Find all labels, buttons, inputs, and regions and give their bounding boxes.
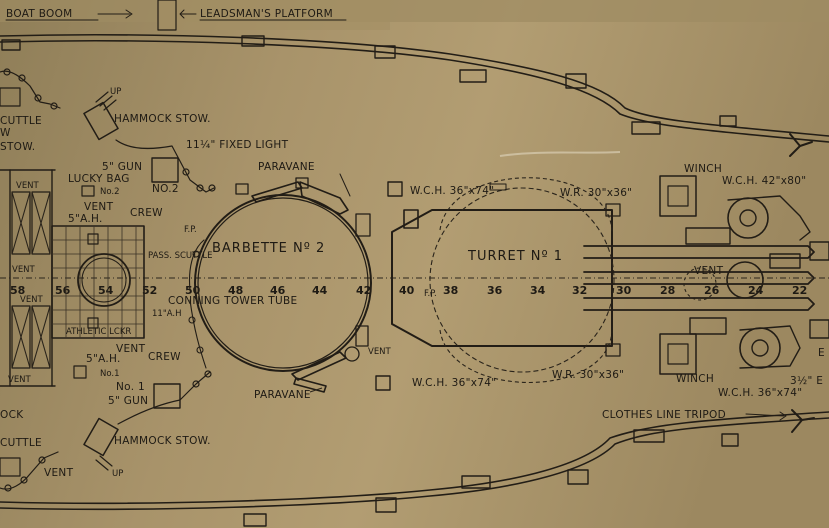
hull-outline xyxy=(0,34,829,527)
frame-50: 50 xyxy=(185,284,201,297)
frame-46: 46 xyxy=(270,284,286,297)
vent-side-1: VENT xyxy=(16,181,40,191)
frame-40: 40 xyxy=(399,284,415,297)
leadsmans-platform-label: LEADSMAN'S PLATFORM xyxy=(200,8,333,20)
gun-barrels xyxy=(583,245,815,311)
frame-26: 26 xyxy=(704,284,720,297)
winch-bottom: WINCH W.C.H. 36"x74" 3½" E E xyxy=(659,317,825,399)
up-bottom-label: UP xyxy=(112,469,123,479)
wch-right-bottom-label: W.C.H. 36"x74" xyxy=(718,387,802,399)
vent-top-label: VENT xyxy=(84,201,114,213)
wch-bottom-label: W.C.H. 36"x74" xyxy=(412,377,496,389)
frame-28: 28 xyxy=(660,284,675,297)
gun5-top-label: 5" GUN xyxy=(102,161,142,173)
conning-tower-area xyxy=(51,225,145,339)
paravane-bottom: VENT PARAVANE xyxy=(254,325,392,401)
frame-56: 56 xyxy=(55,284,71,297)
wch-top-label: W.C.H. 36"x74" xyxy=(410,185,494,197)
lucky-bag-label: LUCKY BAG xyxy=(68,173,130,185)
paravane-top: PARAVANE xyxy=(235,161,371,237)
boat-boom-label: BOAT BOOM xyxy=(6,8,73,20)
turret-label: TURRET Nº 1 xyxy=(467,249,563,264)
winch-top-label: WINCH xyxy=(684,163,722,175)
paravane-bottom-label: PARAVANE xyxy=(254,389,311,401)
frame-22: 22 xyxy=(792,284,807,297)
fixed-light-label: 11¼" FIXED LIGHT xyxy=(186,139,289,151)
gun5-bottom-label: 5" GUN xyxy=(108,395,148,407)
vent-side-3: VENT xyxy=(20,295,44,305)
frame-42: 42 xyxy=(356,284,371,297)
ah5-top-label: 5"A.H. xyxy=(68,213,103,225)
no2-small-label: No.2 xyxy=(100,187,120,197)
frame-32: 32 xyxy=(572,284,587,297)
fp-top-label: F.P. xyxy=(184,225,197,235)
frame-24: 24 xyxy=(748,284,764,297)
frame-numbers: 58 56 54 52 50 48 46 44 42 40 38 36 34 3… xyxy=(10,284,807,297)
barbette-no2: BARBETTE Nº 2 xyxy=(188,194,372,372)
wch-right-top-label: W.C.H. 42"x80" xyxy=(722,175,806,187)
vent-bottom-left-label: VENT xyxy=(44,467,74,479)
athletic-locker-label: ATHLETIC LCKR xyxy=(66,327,131,337)
pass-scuttle-label: PASS. SCUTTLE xyxy=(148,251,213,261)
hammock-stow-bottom: UP HAMMOCK STOW. xyxy=(83,370,212,479)
bitts-top xyxy=(1,35,737,135)
cut-left-3: OCK xyxy=(0,409,24,421)
vent-mid-label: VENT xyxy=(116,343,146,355)
paravane-top-label: PARAVANE xyxy=(258,161,315,173)
center-capstan: VENT xyxy=(683,241,829,339)
frame-58: 58 xyxy=(10,284,25,297)
clothes-tripod-label: CLOTHES LINE TRIPOD xyxy=(602,409,726,421)
turret-no1: TURRET Nº 1 F.P. xyxy=(391,177,815,384)
conning-tube-label: CONNING TOWER TUBE xyxy=(168,295,297,307)
cut-left-2: STOW. xyxy=(0,141,35,153)
crew-top-label: CREW xyxy=(130,207,163,219)
left-labels: 5" GUN NO.2 LUCKY BAG No.2 VENT 5"A.H. C… xyxy=(44,157,297,479)
frame-38: 38 xyxy=(443,284,458,297)
frame-44: 44 xyxy=(312,284,328,297)
hammock-stow-top: UP HAMMOCK STOW. 11¼" FIXED LIGHT xyxy=(83,87,289,193)
frame-36: 36 xyxy=(487,284,503,297)
winch-top: WINCH W.C.H. 42"x80" xyxy=(659,163,811,245)
wr-top-label: W.R. 30"x36" xyxy=(560,187,632,199)
cut-left-1: CUTTLE xyxy=(0,115,42,127)
no2-label: NO.2 xyxy=(152,183,179,195)
no1-label: No. 1 xyxy=(116,381,145,393)
frame-34: 34 xyxy=(530,284,546,297)
clothes-tripod: CLOTHES LINE TRIPOD xyxy=(602,409,787,421)
frame-30: 30 xyxy=(616,284,632,297)
ah5-bottom-label: 5"A.H. xyxy=(86,353,121,365)
frame-48: 48 xyxy=(228,284,243,297)
crew-bottom-label: CREW xyxy=(148,351,181,363)
cut-right-1: 3½" E xyxy=(790,375,823,387)
cut-left-w: W xyxy=(0,127,11,139)
cut-left-4: CUTTLE xyxy=(0,437,42,449)
cut-right-e: E xyxy=(818,347,825,359)
hammock-stow-bottom-label: HAMMOCK STOW. xyxy=(114,435,211,447)
vent-barbette-label: VENT xyxy=(368,347,392,357)
barbette-label: BARBETTE Nº 2 xyxy=(212,241,325,256)
vent-right-label: VENT xyxy=(694,265,724,277)
frame-52: 52 xyxy=(142,284,157,297)
hammock-stow-top-label: HAMMOCK STOW. xyxy=(114,113,211,125)
frame-54: 54 xyxy=(98,284,114,297)
no1-small-label: No.1 xyxy=(100,369,120,379)
superstructure-left: VENT VENT VENT VENT CUTTLE W STOW. OCK C… xyxy=(0,68,61,492)
hatch-labels: W.C.H. 36"x74" W.C.H. 36"x74" W.R. 30"x3… xyxy=(375,181,632,391)
bitts-bottom xyxy=(243,429,739,527)
top-labels: BOAT BOOM LEADSMAN'S PLATFORM xyxy=(5,0,347,31)
vent-side-4: VENT xyxy=(8,375,32,385)
winch-bottom-label: WINCH xyxy=(676,373,714,385)
ah11-label: 11"A.H xyxy=(152,309,181,319)
vent-side-2: VENT xyxy=(12,265,36,275)
fp-center-label: F.P. xyxy=(424,289,437,299)
wr-bottom-label: W.R. 30"x36" xyxy=(552,369,624,381)
up-top-label: UP xyxy=(110,87,121,97)
